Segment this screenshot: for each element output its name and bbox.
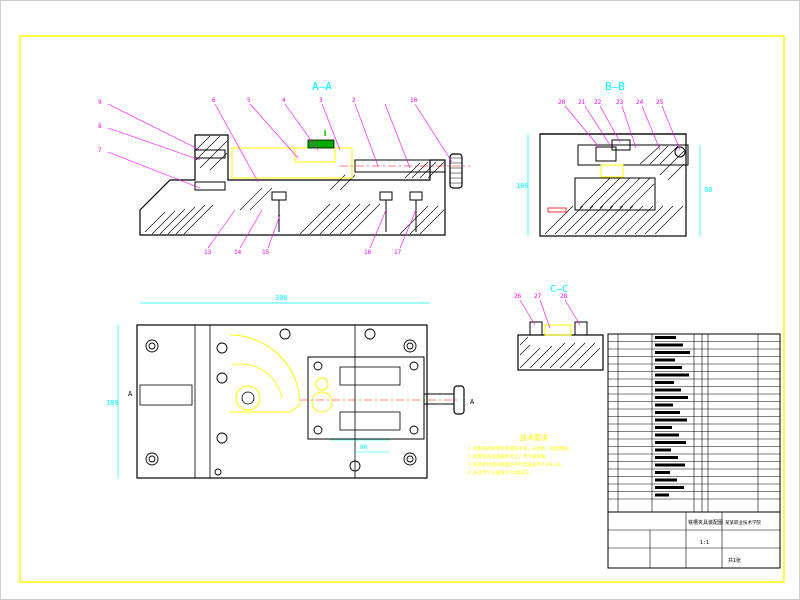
callout: 22: [594, 99, 602, 106]
parts-row-mark: [655, 358, 675, 362]
callout: 24: [636, 99, 644, 106]
parts-row-mark: [655, 433, 679, 437]
title-scale: 1:1: [700, 540, 709, 546]
callout: 13: [204, 249, 212, 256]
callout: 6: [212, 97, 216, 104]
callout: 27: [534, 293, 542, 300]
parts-row-mark: [655, 366, 682, 369]
section-c-view: C—C 26 27 28: [514, 284, 604, 371]
section-b-hatch: [544, 145, 685, 235]
section-a-hatch: [144, 135, 445, 235]
callout: 14: [234, 249, 242, 256]
plan-knob-icon: [453, 385, 465, 415]
section-b-dim-right-text: 90: [704, 186, 712, 194]
plan-corner-holes: [145, 328, 417, 476]
notes-line: 4.未注尺寸公差按IT12级加工。: [468, 469, 534, 476]
parts-row-mark: [655, 411, 680, 414]
section-a-body: [139, 134, 446, 236]
title-school: 某某职业技术学院: [725, 519, 761, 526]
parts-row-mark: [655, 478, 677, 482]
parts-row-mark: [655, 463, 685, 467]
callout: 9: [98, 99, 102, 106]
callout: 4: [282, 97, 286, 104]
notes-title: 技术要求: [520, 433, 548, 442]
plan-dim-width-text: 180: [106, 399, 119, 407]
section-c-body: [517, 334, 604, 371]
parts-row-mark: [655, 471, 670, 474]
callout: 23: [616, 99, 624, 106]
plan-clamp: [307, 356, 425, 440]
callout: 17: [394, 249, 402, 256]
section-c-callout-labels: 26 27 28: [514, 293, 568, 300]
section-b-workpiece: [600, 164, 624, 178]
title-block: 铣槽夹具装配图 1:1 某某职业技术学院 共1张: [607, 511, 781, 569]
callout: 7: [98, 147, 102, 154]
callout: 15: [262, 249, 270, 256]
section-a-view: A—A: [98, 80, 470, 256]
section-a-leaders: [107, 103, 453, 249]
drawing-frame: [19, 35, 785, 583]
parts-row-mark: [655, 448, 671, 452]
parts-row-mark: [655, 441, 686, 444]
callout: 20: [558, 99, 566, 106]
section-c-title: C—C: [550, 284, 568, 295]
callout: 3: [319, 97, 323, 104]
tech-notes: 技术要求 1.装配前所有零件须清洗干净，去毛刺、锐边倒钝。 2.装配后各运动部件…: [468, 433, 572, 476]
parts-row-mark: [655, 388, 681, 392]
parts-row-mark: [655, 486, 684, 489]
knob-icon: [449, 153, 463, 189]
parts-list: [607, 333, 781, 513]
section-b-view: B—B 100 90: [516, 80, 712, 237]
parts-row-mark: [655, 396, 688, 399]
section-c-hatch: [519, 336, 601, 369]
plan-slot-dim: 80: [360, 444, 368, 451]
callout: 26: [514, 293, 522, 300]
plan-dim-length-text: 300: [275, 294, 288, 302]
section-b-dim-left-text: 100: [516, 182, 529, 190]
cutter-icon: [307, 139, 335, 149]
plan-workpiece: [229, 334, 301, 413]
callout: 21: [578, 99, 586, 106]
callout: 2: [352, 97, 356, 104]
parts-row-mark: [655, 426, 672, 429]
section-b-callout-labels: 20 21 22 23 24 25: [558, 99, 664, 106]
title-sheet: 共1张: [728, 557, 741, 564]
parts-row-mark: [655, 456, 678, 459]
plan-base: [136, 324, 428, 479]
plan-section-mark: A: [470, 398, 475, 406]
section-a-workpiece-boss: [294, 147, 336, 163]
plan-section-mark: A: [128, 390, 133, 398]
section-a-workpiece: [231, 147, 353, 179]
parts-row-mark: [655, 343, 683, 347]
section-a-callout-labels: 9 8 7 6 5 4 3 2 10 13 14 15 16 17: [98, 97, 418, 256]
parts-row-mark: [655, 493, 669, 497]
callout: 10: [410, 97, 418, 104]
parts-row-mark: [655, 381, 674, 384]
callout: 5: [247, 97, 251, 104]
section-c-workpiece: [544, 324, 572, 336]
parts-row-mark: [655, 418, 687, 422]
callout: 25: [656, 99, 664, 106]
section-b-title: B—B: [605, 80, 625, 93]
plan-view: 300 180: [106, 294, 475, 479]
notes-line: 1.装配前所有零件须清洗干净，去毛刺、锐边倒钝。: [468, 445, 572, 452]
callout: 16: [364, 249, 372, 256]
knob-knurl: [450, 157, 462, 184]
title-drawing-name: 铣槽夹具装配图: [688, 519, 723, 526]
parts-row-mark: [655, 373, 689, 377]
notes-line: 3.夹具定位面对底面的平行度误差不大于0.02。: [468, 461, 565, 468]
section-b-leaders: [564, 105, 681, 151]
section-a-screw-rod: [354, 159, 446, 173]
callout: 8: [98, 123, 102, 130]
parts-row-mark: [655, 403, 673, 407]
section-c-leaders: [519, 299, 581, 329]
parts-row-mark: [655, 351, 690, 354]
callout: 28: [560, 293, 568, 300]
section-a-title: A—A: [312, 80, 332, 93]
notes-line: 2.装配后各运动部件灵活，无卡滞现象。: [468, 453, 550, 460]
parts-row-mark: [655, 336, 676, 339]
